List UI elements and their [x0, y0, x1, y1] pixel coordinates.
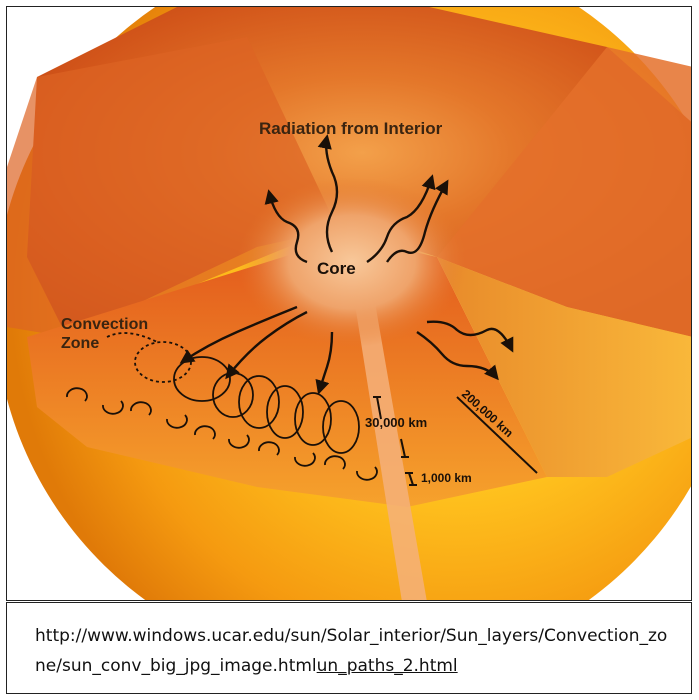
label-radiation: Radiation from Interior [259, 119, 443, 138]
caption-text: http://www.windows.ucar.edu/sun/Solar_in… [35, 621, 675, 681]
label-30000-km: 30,000 km [365, 415, 427, 430]
sun-interior-figure: Radiation from Interior Core Convection … [6, 6, 692, 601]
label-convection-line2: Zone [61, 335, 99, 352]
label-convection-line1: Convection [61, 316, 148, 333]
sun-interior-diagram: Radiation from Interior Core Convection … [7, 7, 692, 601]
source-caption: http://www.windows.ucar.edu/sun/Solar_in… [6, 602, 692, 694]
label-1000-km: 1,000 km [421, 471, 472, 485]
label-core: Core [317, 259, 356, 278]
caption-url-overlap[interactable]: un_paths_2.html [317, 656, 458, 676]
